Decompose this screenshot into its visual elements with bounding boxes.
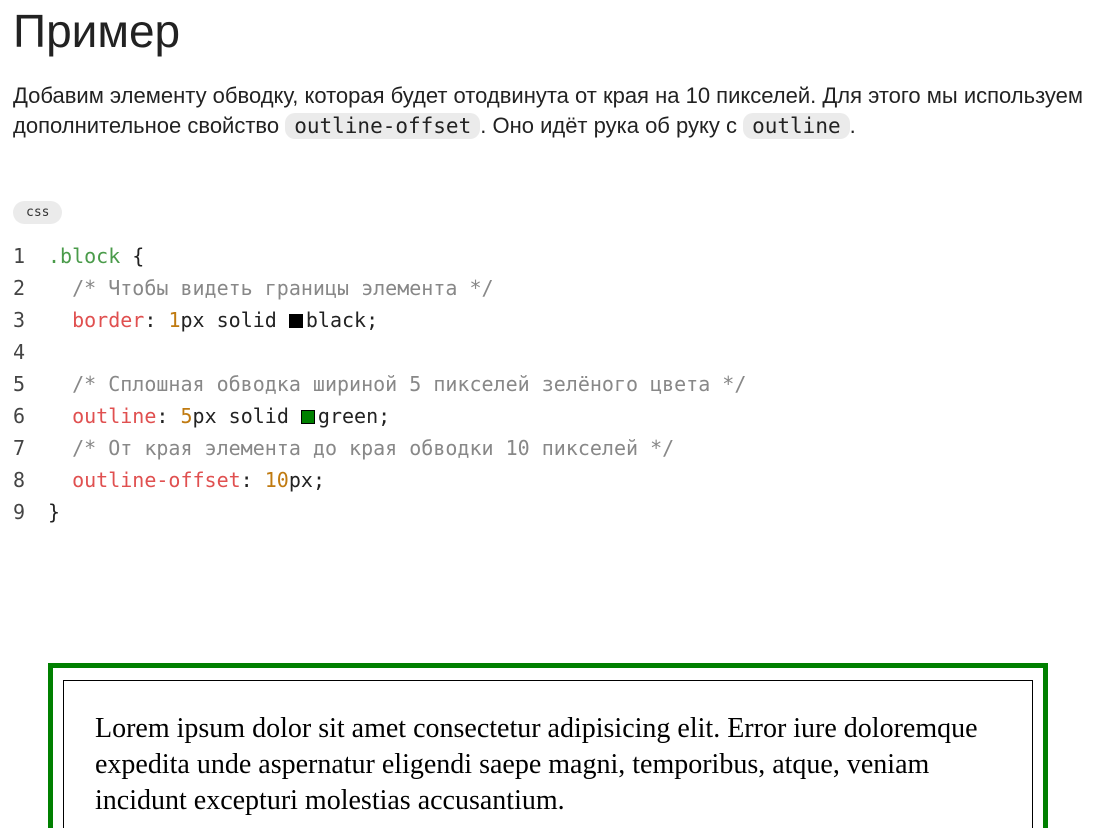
comment: /* Сплошная обводка шириной 5 пикселей з… [72,372,747,396]
demo-block: Lorem ipsum dolor sit amet consectetur a… [63,680,1033,828]
code-line: 4 [13,336,746,368]
color-value: black [305,308,367,332]
comment: /* От края элемента до края обводки 10 п… [72,436,675,460]
number: 5 [180,404,193,428]
line-number: 4 [13,340,26,364]
inline-code-outline: outline [743,113,850,139]
line-number: 5 [13,372,26,396]
line-number: 9 [13,500,26,524]
brace: { [120,244,145,268]
demo-text: Lorem ipsum dolor sit amet consectetur a… [95,713,978,816]
value: px; [288,468,325,492]
intro-text: . Оно идёт рука об руку с [480,113,744,138]
color-swatch-black [288,314,303,328]
line-number: 8 [13,468,26,492]
code-line: 8 outline-offset: 10px; [13,464,746,496]
color-swatch-green [300,410,315,424]
code-line: 9} [13,496,746,528]
code-line: 2 /* Чтобы видеть границы элемента */ [13,272,746,304]
code-line: 5 /* Сплошная обводка шириной 5 пикселей… [13,368,746,400]
code-line: 6 outline: 5px solid green; [13,400,746,432]
intro-text: Добавим элементу обводку, которая будет … [13,83,1084,138]
code-language-badge: css [13,201,63,224]
intro-paragraph: Добавим элементу обводку, которая будет … [13,81,1103,141]
selector: .block [48,244,121,268]
line-number: 7 [13,436,26,460]
brace: } [48,500,61,524]
demo-outline-box: Lorem ipsum dolor sit amet consectetur a… [48,663,1048,828]
inline-code-outline-offset: outline-offset [285,113,481,139]
property: outline-offset [72,468,241,492]
line-number: 3 [13,308,26,332]
page-title: Пример [13,5,181,57]
code-block: 1 .block { 2 /* Чтобы видеть границы элем… [13,240,746,528]
line-number: 6 [13,404,26,428]
intro-text: . [849,113,856,138]
line-number: 2 [13,276,26,300]
line-number: 1 [13,244,26,268]
comment: /* Чтобы видеть границы элемента */ [72,276,494,300]
property: border [72,308,145,332]
value: px solid [180,308,289,332]
code-line: 1 .block { [13,240,746,272]
code-line: 3 border: 1px solid black; [13,304,746,336]
value: px solid [192,404,301,428]
property: outline [72,404,157,428]
code-line: 7 /* От края элемента до края обводки 10… [13,432,746,464]
number: 1 [168,308,181,332]
color-value: green [317,404,379,428]
number: 10 [264,468,289,492]
